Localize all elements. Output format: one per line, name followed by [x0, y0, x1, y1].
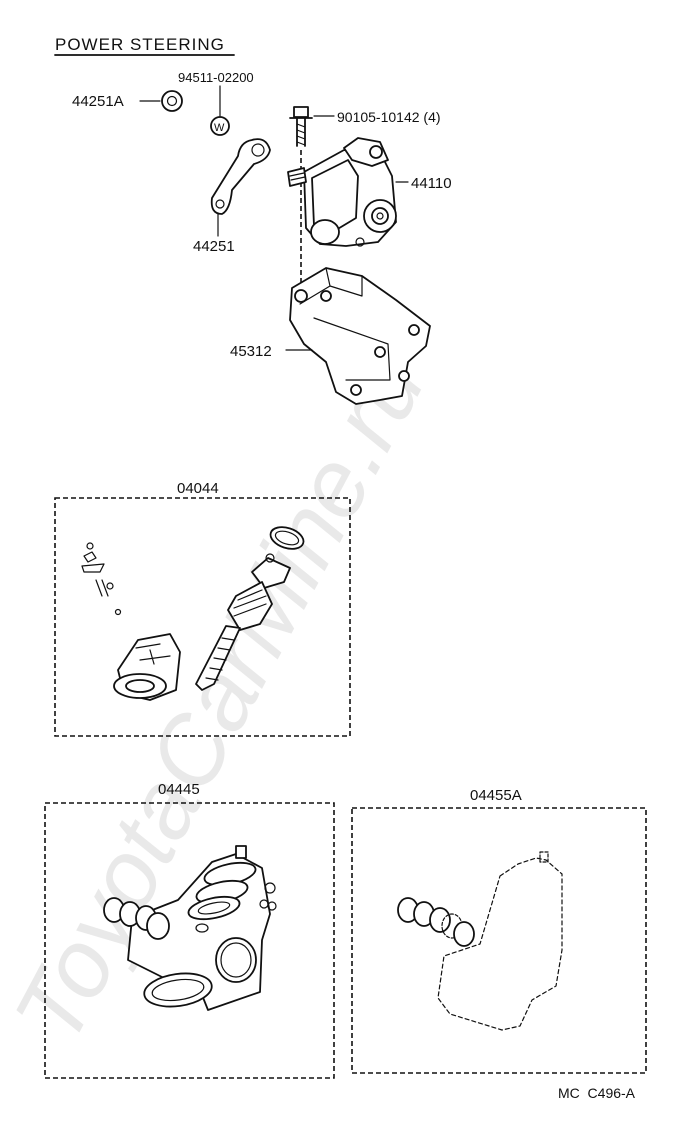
label-90105-10142: 90105-10142 (4) [337, 109, 441, 125]
label-04044: 04044 [177, 480, 219, 497]
label-44251: 44251 [193, 238, 235, 255]
label-44110: 44110 [411, 175, 452, 192]
label-44251a: 44251A [72, 93, 124, 110]
washer-94511-02200: 94511-02200 W [178, 70, 254, 136]
label-94511-02200: 94511-02200 [178, 70, 254, 85]
kit-04445: 04445 [44, 781, 335, 1079]
kit-04455a: 04455A [351, 787, 647, 1074]
label-04445: 04445 [158, 781, 200, 798]
label-04455a: 04455A [470, 787, 522, 804]
bolt-90105-10142: 90105-10142 (4) [289, 106, 441, 290]
diagram-code: MC C496-A [558, 1085, 636, 1101]
nut-44251a: 44251A [72, 90, 183, 112]
pitman-arm-44251: 44251 [193, 138, 271, 255]
label-45312: 45312 [230, 343, 272, 360]
page-title: POWER STEERING [55, 35, 225, 54]
bracket-45312: 45312 [230, 267, 431, 405]
kit-04044: 04044 [54, 480, 351, 737]
washer-symbol: W [214, 122, 225, 134]
gear-housing-44110: 44110 [287, 137, 452, 247]
